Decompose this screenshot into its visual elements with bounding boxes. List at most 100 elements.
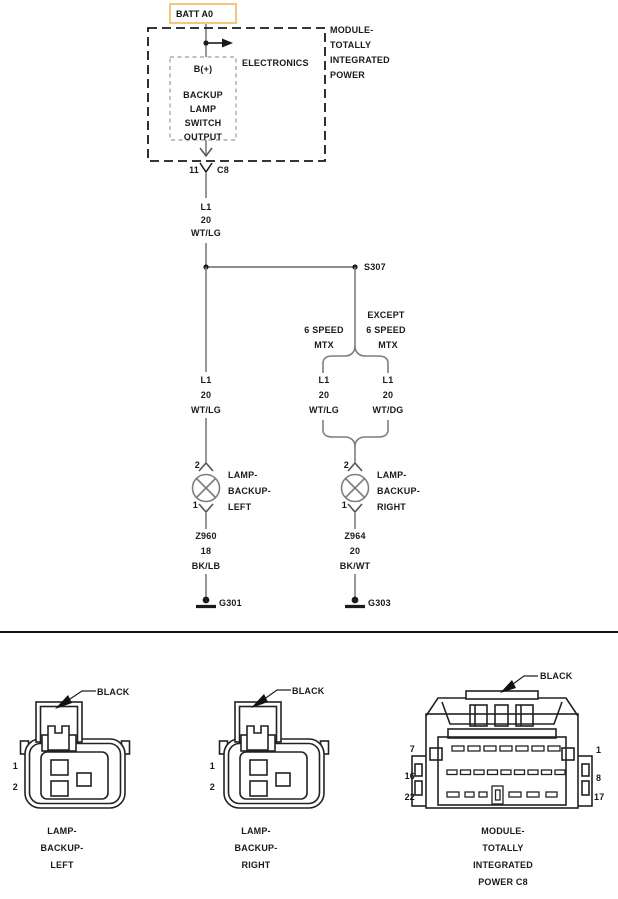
branch-arrow-icon xyxy=(222,38,233,48)
function-line1: BACKUP xyxy=(183,90,223,100)
wire-color: BK/WT xyxy=(339,561,371,571)
ground-icon-g303 xyxy=(345,596,365,609)
connector-pin22-label: 22 xyxy=(404,792,415,802)
wire-gauge: 20 xyxy=(200,215,212,225)
branch-left-cond2: MTX xyxy=(314,340,334,350)
pin-row-16-8 xyxy=(446,769,566,776)
connector-tipm-c8 xyxy=(411,675,593,809)
lamp-right-label2: BACKUP- xyxy=(377,486,420,496)
connector-pin1-label: 1 xyxy=(596,745,602,755)
module-name-line1: MODULE- xyxy=(330,25,374,35)
ground-g303-label: G303 xyxy=(368,598,391,608)
electronics-label: ELECTRONICS xyxy=(242,58,309,68)
wire-id: Z964 xyxy=(344,531,366,541)
function-line3: SWITCH xyxy=(184,118,222,128)
module-name-line3: INTEGRATED xyxy=(330,55,390,65)
connector-pin17-label: 17 xyxy=(594,792,605,802)
branch-right-cond1: EXCEPT xyxy=(367,310,405,320)
connector-color-label: BLACK xyxy=(97,687,130,697)
lamp-left-label2: BACKUP- xyxy=(228,486,271,496)
branch-left-cond1: 6 SPEED xyxy=(304,325,344,335)
lamp-left-label1: LAMP- xyxy=(228,470,258,480)
batt-a0-tag: BATT A0 xyxy=(169,3,237,24)
wire-gauge: 20 xyxy=(200,390,212,400)
lamp-right-pin2: 2 xyxy=(343,460,349,470)
merge-brace-right xyxy=(354,430,389,447)
pin-row-22-17 xyxy=(446,785,558,805)
wire-gauge: 20 xyxy=(349,546,361,556)
lamp-left-pin2: 2 xyxy=(194,460,200,470)
module-dashed-box xyxy=(147,27,326,162)
connector-color-label: BLACK xyxy=(292,686,325,696)
connector-caption-line1: MODULE- xyxy=(481,826,525,836)
right-lamp-run xyxy=(322,267,389,609)
electronics-dashed-box xyxy=(169,56,237,141)
wire-id: L1 xyxy=(200,202,212,212)
black-arrow-icon xyxy=(251,694,268,708)
connector-pin1-label: 1 xyxy=(12,761,18,771)
wire-color: WT/LG xyxy=(191,228,221,238)
wire-color: WT/DG xyxy=(372,405,404,415)
connector-pin16-label: 16 xyxy=(404,771,415,781)
splice-s307 xyxy=(203,243,358,270)
connector-pin7-label: 7 xyxy=(409,744,415,754)
leader-line xyxy=(512,675,538,685)
b-plus-label: B(+) xyxy=(193,64,213,74)
connector-lamp-backup-right xyxy=(218,689,330,809)
connector-pin2-label: 2 xyxy=(209,782,215,792)
lamp-right-pin1: 1 xyxy=(341,500,347,510)
left-lamp-run xyxy=(191,267,221,609)
connector-caption-line1: LAMP- xyxy=(47,826,77,836)
connector-caption-line1: LAMP- xyxy=(241,826,271,836)
function-line4: OUTPUT xyxy=(183,132,223,142)
batt-a0-label: BATT A0 xyxy=(176,8,213,19)
branch-right-cond2: 6 SPEED xyxy=(366,325,406,335)
ground-g301-label: G301 xyxy=(219,598,242,608)
pin-row-7-1 xyxy=(451,745,561,752)
connector-arrow-icon xyxy=(199,147,213,158)
connector-caption-line2: BACKUP- xyxy=(40,843,84,853)
wire-id: L1 xyxy=(382,375,394,385)
wire-color: BK/LB xyxy=(191,561,221,571)
connector-lamp-backup-left xyxy=(19,690,131,809)
lamp-left-label3: LEFT xyxy=(228,502,252,512)
pin-2-chevron-icon xyxy=(198,461,214,472)
backup-lamp-right-symbol xyxy=(340,473,370,503)
wire-id: Z960 xyxy=(195,531,217,541)
wire-id: L1 xyxy=(200,375,212,385)
section-divider xyxy=(0,631,618,633)
connector-pin8-label: 8 xyxy=(596,773,602,783)
lamp-right-label1: LAMP- xyxy=(377,470,407,480)
connector-pin2-label: 2 xyxy=(12,782,18,792)
connector-c8-label: C8 xyxy=(217,165,229,175)
pin-1-chevron-icon xyxy=(347,503,363,514)
pin-2-chevron-icon xyxy=(347,461,363,472)
lamp-left-pin1: 1 xyxy=(192,500,198,510)
connector-caption-line3: LEFT xyxy=(50,860,74,870)
pin-11-label: 11 xyxy=(189,165,199,175)
connector-caption-line2: TOTALLY xyxy=(482,843,524,853)
module-name-line2: TOTALLY xyxy=(330,40,372,50)
splice-label: S307 xyxy=(364,262,386,272)
leader-line xyxy=(66,690,96,702)
connector-color-label: BLACK xyxy=(540,671,573,681)
connector-caption-line4: POWER C8 xyxy=(478,877,528,887)
branch-right-cond3: MTX xyxy=(378,340,398,350)
wire-gauge: 18 xyxy=(200,546,212,556)
connector-caption-line2: BACKUP- xyxy=(234,843,278,853)
split-brace-left xyxy=(322,345,356,363)
black-arrow-icon xyxy=(500,680,516,693)
wire-id: L1 xyxy=(318,375,330,385)
wire-color: WT/LG xyxy=(309,405,339,415)
function-line2: LAMP xyxy=(189,104,217,114)
connector-caption-line3: RIGHT xyxy=(241,860,271,870)
connector-c8-icon xyxy=(199,162,213,174)
lamp-right-label3: RIGHT xyxy=(377,502,406,512)
leader-line xyxy=(262,689,291,701)
backup-lamp-left-symbol xyxy=(191,473,221,503)
wire-gauge: 20 xyxy=(318,390,330,400)
connector-caption-line3: INTEGRATED xyxy=(473,860,533,870)
connector-pin1-label: 1 xyxy=(209,761,215,771)
module-name-line4: POWER xyxy=(330,70,366,80)
